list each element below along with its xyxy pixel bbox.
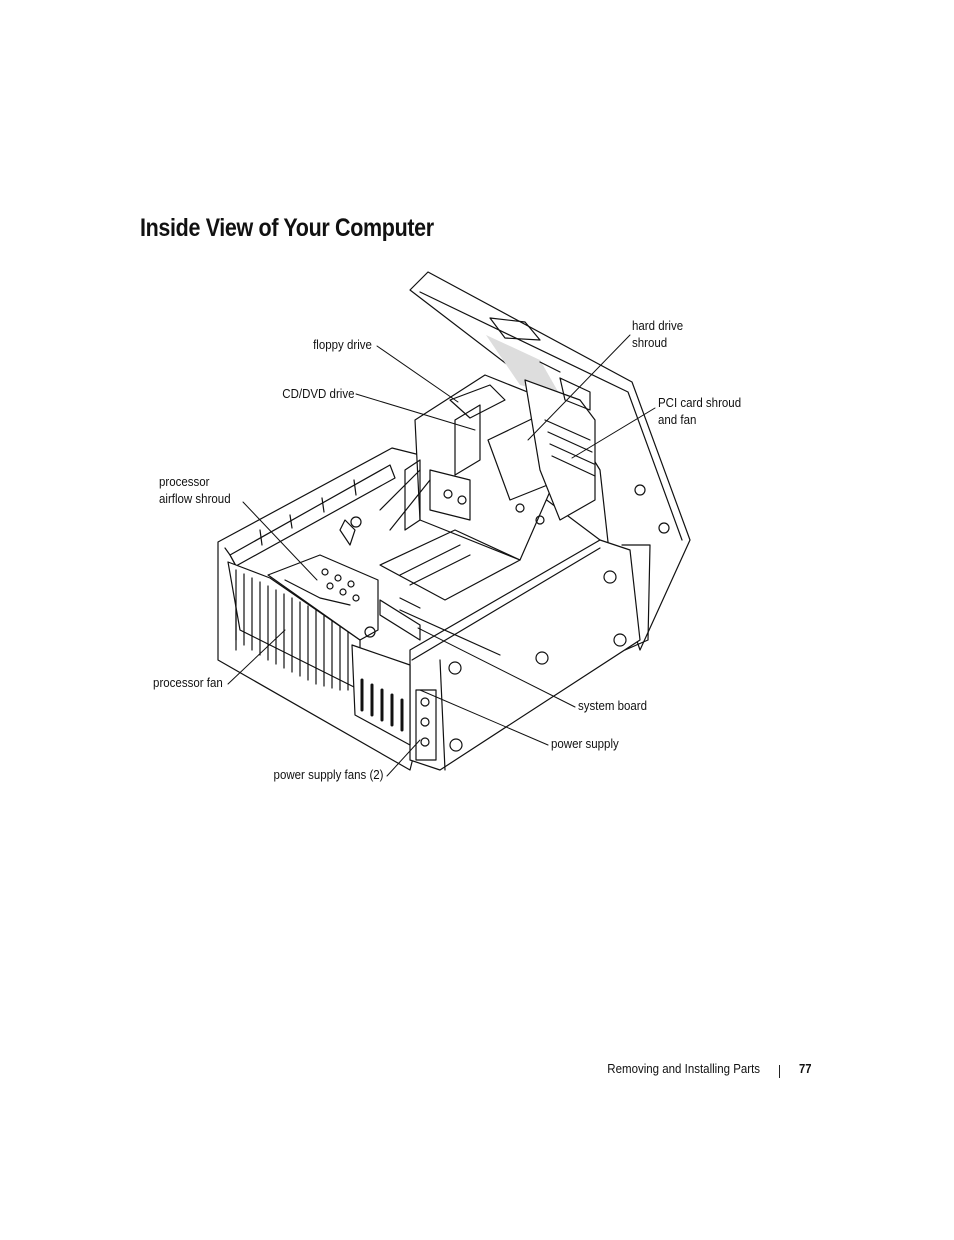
callout-pci-card-shroud-line2: and fan [658,413,697,427]
callout-processor-fan: processor fan [153,676,223,690]
callout-processor-airflow-shroud-line2: airflow shroud [159,492,231,506]
leader-lines [227,334,656,777]
processor-airflow-shroud [267,519,379,641]
callout-hard-drive-shroud-line2: shroud [632,336,668,350]
footer-separator [779,1065,780,1078]
callout-processor-airflow-shroud-line1: processor [159,475,210,489]
system-board [379,529,521,609]
callout-power-supply: power supply [551,737,619,751]
callout-power-supply-fans: power supply fans (2) [274,768,384,782]
page-footer: Removing and Installing Parts 77 [0,1062,954,1082]
page-title: Inside View of Your Computer [140,214,434,242]
pci-card-shroud [524,377,596,521]
callout-cd-dvd-drive: CD/DVD drive [281,387,354,401]
footer-section-title: Removing and Installing Parts [607,1062,760,1076]
callout-hard-drive-shroud-line1: hard drive [632,319,684,333]
callout-pci-card-shroud-line1: PCI card shroud [658,396,742,410]
power-supply-unit [409,539,641,771]
callout-system-board: system board [578,699,648,713]
drive-cage [379,374,561,561]
back-panel [351,599,501,761]
callout-floppy-drive: floppy drive [313,338,372,352]
page-number: 77 [799,1062,812,1076]
